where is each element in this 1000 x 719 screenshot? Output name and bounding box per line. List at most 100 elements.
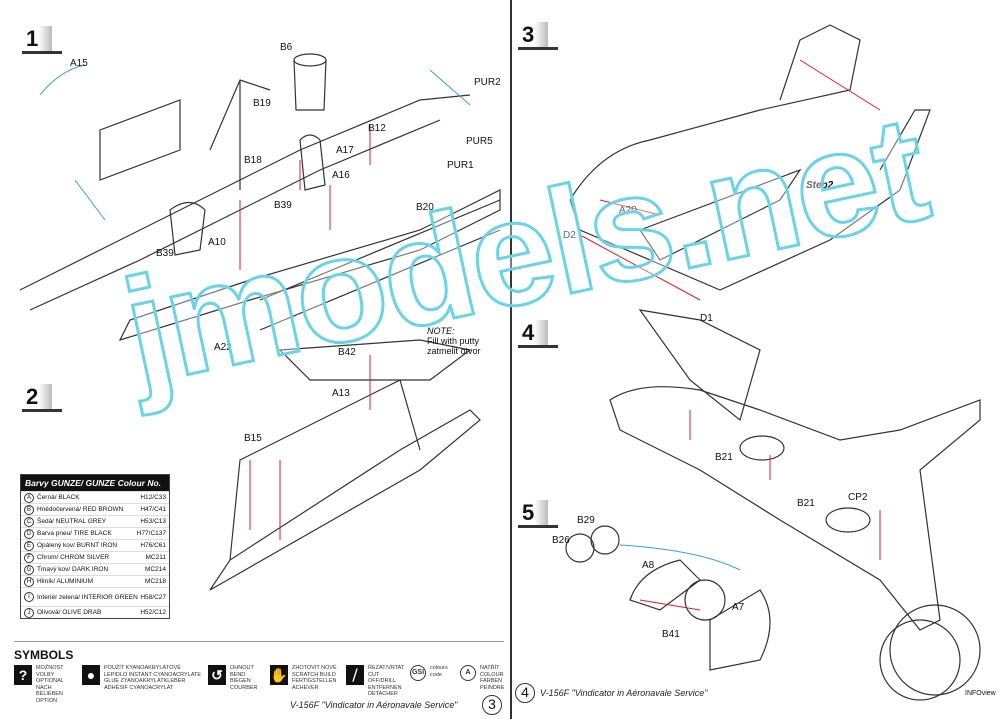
symbol-item: ⧸ŘEZAT/VRTAT CUT OFF/DRILL ENTFERNEN DET… [346, 665, 406, 698]
symbol-text: NATŘÍT COLOUR FARBEN PEINDRE [480, 665, 505, 691]
note-line: Fill with putty [427, 336, 480, 346]
colour-letter-icon: I [24, 592, 34, 602]
symbols-divider [14, 641, 504, 642]
colour-name: Černá/ BLACK [37, 494, 80, 501]
part-label: A15 [70, 58, 88, 69]
part-label: B6 [280, 42, 293, 53]
colour-code: H47/C41 [140, 506, 166, 513]
colour-name: Tmavý kov/ DARK IRON [37, 566, 109, 573]
symbol-text: MOŽNOST VOLBY OPTIONAL NACH BELIEBEN OPT… [36, 665, 64, 704]
part-label: A7 [732, 602, 745, 613]
part-label: B26 [552, 535, 570, 546]
footer-title-left: V-156F "Vindicator in Aéronavale Service… [290, 700, 458, 710]
colour-code: MC211 [145, 554, 166, 561]
part-label: B20 [416, 202, 434, 213]
colour-name: Barva pneu/ TIRE BLACK [37, 530, 112, 537]
page-number-right: 4 [515, 683, 535, 703]
red-guide-lines [239, 59, 881, 611]
part-label: A13 [332, 388, 350, 399]
blue-guide-lines [39, 64, 741, 571]
step-number-3: 3 [518, 22, 559, 50]
step-number-2: 2 [22, 384, 63, 412]
step5-engine-drawing [565, 525, 981, 701]
colour-name: Opálený kov/ BURNT IRON [37, 542, 118, 549]
part-label: PUR2 [474, 77, 501, 88]
putty-note: NOTE: Fill with putty zatmelit otvor [427, 326, 481, 356]
step-number-4: 4 [518, 320, 559, 348]
colour-letter-icon: B [24, 504, 34, 515]
paint-icon: A [460, 665, 476, 681]
part-label: B39 [274, 200, 292, 211]
colour-name: Hliník/ ALUMINIUM [37, 578, 93, 585]
symbol-item: ✋ZHOTOVIT NOVÉ SCRATCH BUILD FERTIGSTELL… [270, 665, 342, 691]
colour-letter-icon: E [24, 540, 34, 551]
credit-label: INFOview [965, 690, 996, 697]
colour-code: H76/C61 [140, 542, 166, 549]
step4-wing-drawing [609, 309, 981, 631]
part-label: A22 [214, 342, 232, 353]
part-label: Step2 [806, 180, 834, 191]
symbol-item: ?MOŽNOST VOLBY OPTIONAL NACH BELIEBEN OP… [14, 665, 78, 704]
step2-fuselage-drawing [209, 339, 481, 591]
part-label: CP2 [848, 492, 868, 503]
part-label: B18 [244, 155, 262, 166]
page-divider [510, 0, 512, 719]
hand-icon: ✋ [270, 665, 288, 685]
note-line: zatmelit otvor [427, 346, 481, 356]
colour-letter-icon: C [24, 516, 34, 527]
colour-code: H12/C33 [140, 494, 166, 501]
symbol-text: POUŽÍT KYANOAKRYLÁTOVÉ LEPIDLO INSTANT C… [104, 665, 201, 691]
part-label: B15 [244, 433, 262, 444]
colour-name: Šedá/ NEUTRAL GREY [37, 518, 107, 525]
part-label: B21 [715, 452, 733, 463]
step3-fuselage-drawing [569, 24, 931, 291]
colour-code-icon: GSI [410, 665, 426, 681]
colour-code: MC214 [145, 566, 166, 573]
part-label: A20 [619, 205, 637, 216]
cut-icon: ⧸ [346, 665, 364, 685]
colour-table-title: Barvy GUNZE/ GUNZE Colour No. [21, 475, 169, 491]
part-label: PUR1 [447, 160, 474, 171]
part-label: B39 [156, 248, 174, 259]
colour-letter-icon: F [24, 552, 34, 563]
colour-letter-icon: A [24, 492, 34, 503]
footer-title-right: V-156F "Vindicator in Aéronavale Service… [540, 688, 708, 698]
symbol-text: ZHOTOVIT NOVÉ SCRATCH BUILD FERTIGSTELLE… [292, 665, 337, 691]
part-label: A16 [332, 170, 350, 181]
part-label: B41 [662, 629, 680, 640]
note-title: NOTE: [427, 326, 455, 336]
page-number-left: 3 [482, 695, 502, 715]
part-label: B21 [797, 498, 815, 509]
colour-name: Olivová/ OLIVE DRAB [37, 609, 102, 616]
part-label: B19 [253, 98, 271, 109]
colour-code: H77/C137 [136, 530, 166, 537]
glue-drop-icon: ● [82, 665, 100, 685]
step-number-5: 5 [518, 500, 559, 528]
part-label: A17 [336, 145, 354, 156]
part-label: PUR5 [466, 136, 493, 147]
part-label: B12 [368, 123, 386, 134]
question-icon: ? [14, 665, 32, 685]
part-label: A8 [642, 560, 655, 571]
symbol-item: ●POUŽÍT KYANOAKRYLÁTOVÉ LEPIDLO INSTANT … [82, 665, 204, 691]
step1-frame-drawing [19, 53, 501, 341]
colour-name: Interiér zelená/ INTERIOR GREEN [37, 593, 138, 601]
colour-letter-icon: G [24, 564, 34, 575]
colour-code: MC218 [145, 578, 166, 585]
step-number-1: 1 [22, 26, 63, 54]
colour-code: H53/C13 [140, 518, 166, 525]
colour-name: Chrom/ CHROM SILVER [37, 554, 110, 561]
colour-letter-icon: J [24, 607, 34, 618]
